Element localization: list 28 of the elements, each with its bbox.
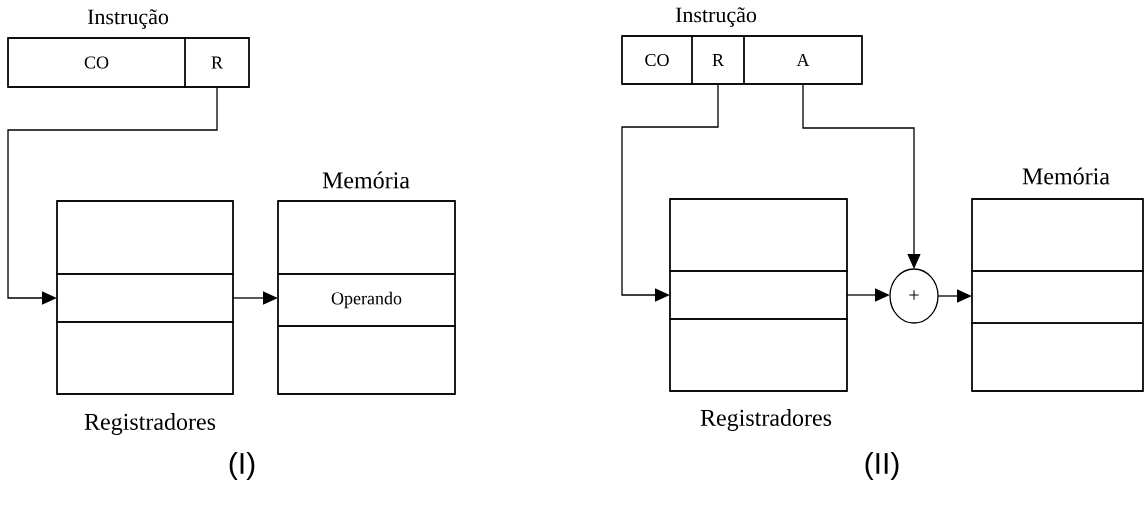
register-cell (56, 273, 234, 323)
node-label: Registradores (84, 413, 216, 435)
memory-cell (277, 325, 456, 395)
node-label: Instrução (675, 7, 757, 27)
memory-cell (277, 200, 456, 275)
memory-cell (971, 198, 1144, 272)
memory-cell: Operando (277, 273, 456, 327)
memory-cell (971, 270, 1144, 324)
register-cell (56, 200, 234, 275)
arrow (621, 83, 719, 302)
register-cell (56, 321, 234, 395)
instruction-field: R (184, 37, 250, 88)
node-label: Memória (322, 171, 410, 189)
figure-label: (I) (229, 452, 255, 480)
arrow (232, 291, 278, 305)
instruction-field: R (691, 35, 745, 85)
instruction-field: CO (621, 35, 693, 85)
instruction-field: A (743, 35, 863, 85)
register-cell (669, 318, 848, 392)
arrow (7, 86, 218, 305)
node-label: Instrução (87, 9, 169, 29)
node-label: Memória (1022, 167, 1110, 185)
register-cell (669, 198, 848, 272)
instruction-field: CO (7, 37, 186, 88)
figure-label: (II) (865, 452, 899, 480)
node-label: Registradores (700, 409, 832, 431)
memory-cell (971, 322, 1144, 392)
register-cell (669, 270, 848, 320)
